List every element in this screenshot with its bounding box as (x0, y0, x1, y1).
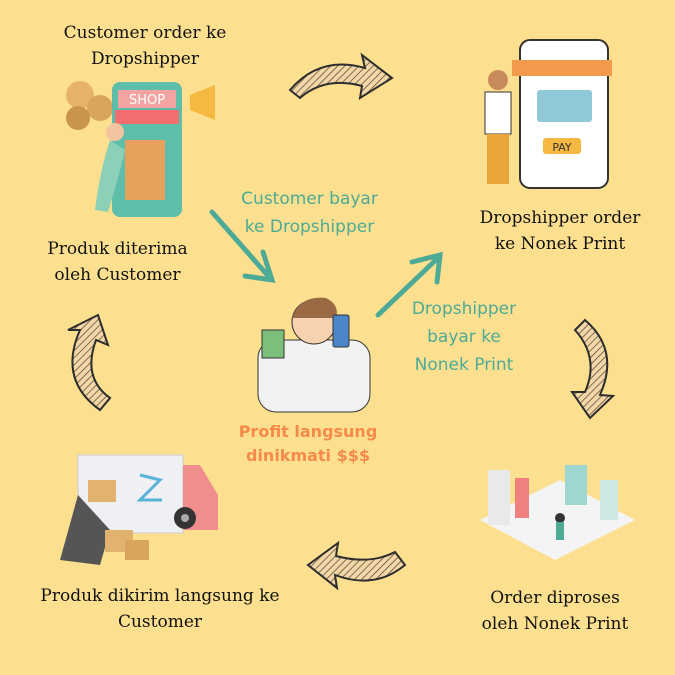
payment-arrow-in (209, 209, 276, 284)
delivery-truck-illustration (60, 454, 218, 565)
step-product-shipped: Produk dikirim langsung ke Customer (40, 586, 280, 632)
phone-pay-illustration: PAY (484, 39, 612, 189)
shop-illustration: SHOP (66, 81, 215, 217)
step-dropshipper-order: Dropshipper order ke Nonek Print (479, 208, 641, 254)
cycle-arrow-top (288, 52, 394, 101)
profit-text: Profit langsung dinikmati $$$ (238, 422, 378, 465)
payment-customer-to-dropshipper: Customer bayar ke Dropshipper (241, 189, 378, 237)
print-factory-illustration (480, 465, 635, 560)
shop-sign-text: SHOP (129, 93, 165, 108)
cycle-arrow-right (570, 318, 616, 420)
payment-dropshipper-to-nonek: Dropshipper bayar ke Nonek Print (411, 299, 517, 375)
step-customer-order: Customer order ke Dropshipper (63, 23, 227, 69)
cycle-arrow-left (67, 313, 112, 412)
pay-button-text: PAY (552, 141, 572, 154)
step-order-processed: Order diproses oleh Nonek Print (481, 588, 629, 634)
step-product-received: Produk diterima oleh Customer (47, 239, 188, 285)
cycle-arrow-bottom (306, 540, 407, 591)
payment-arrow-out (375, 251, 443, 318)
dropshipper-person-illustration (257, 297, 371, 413)
